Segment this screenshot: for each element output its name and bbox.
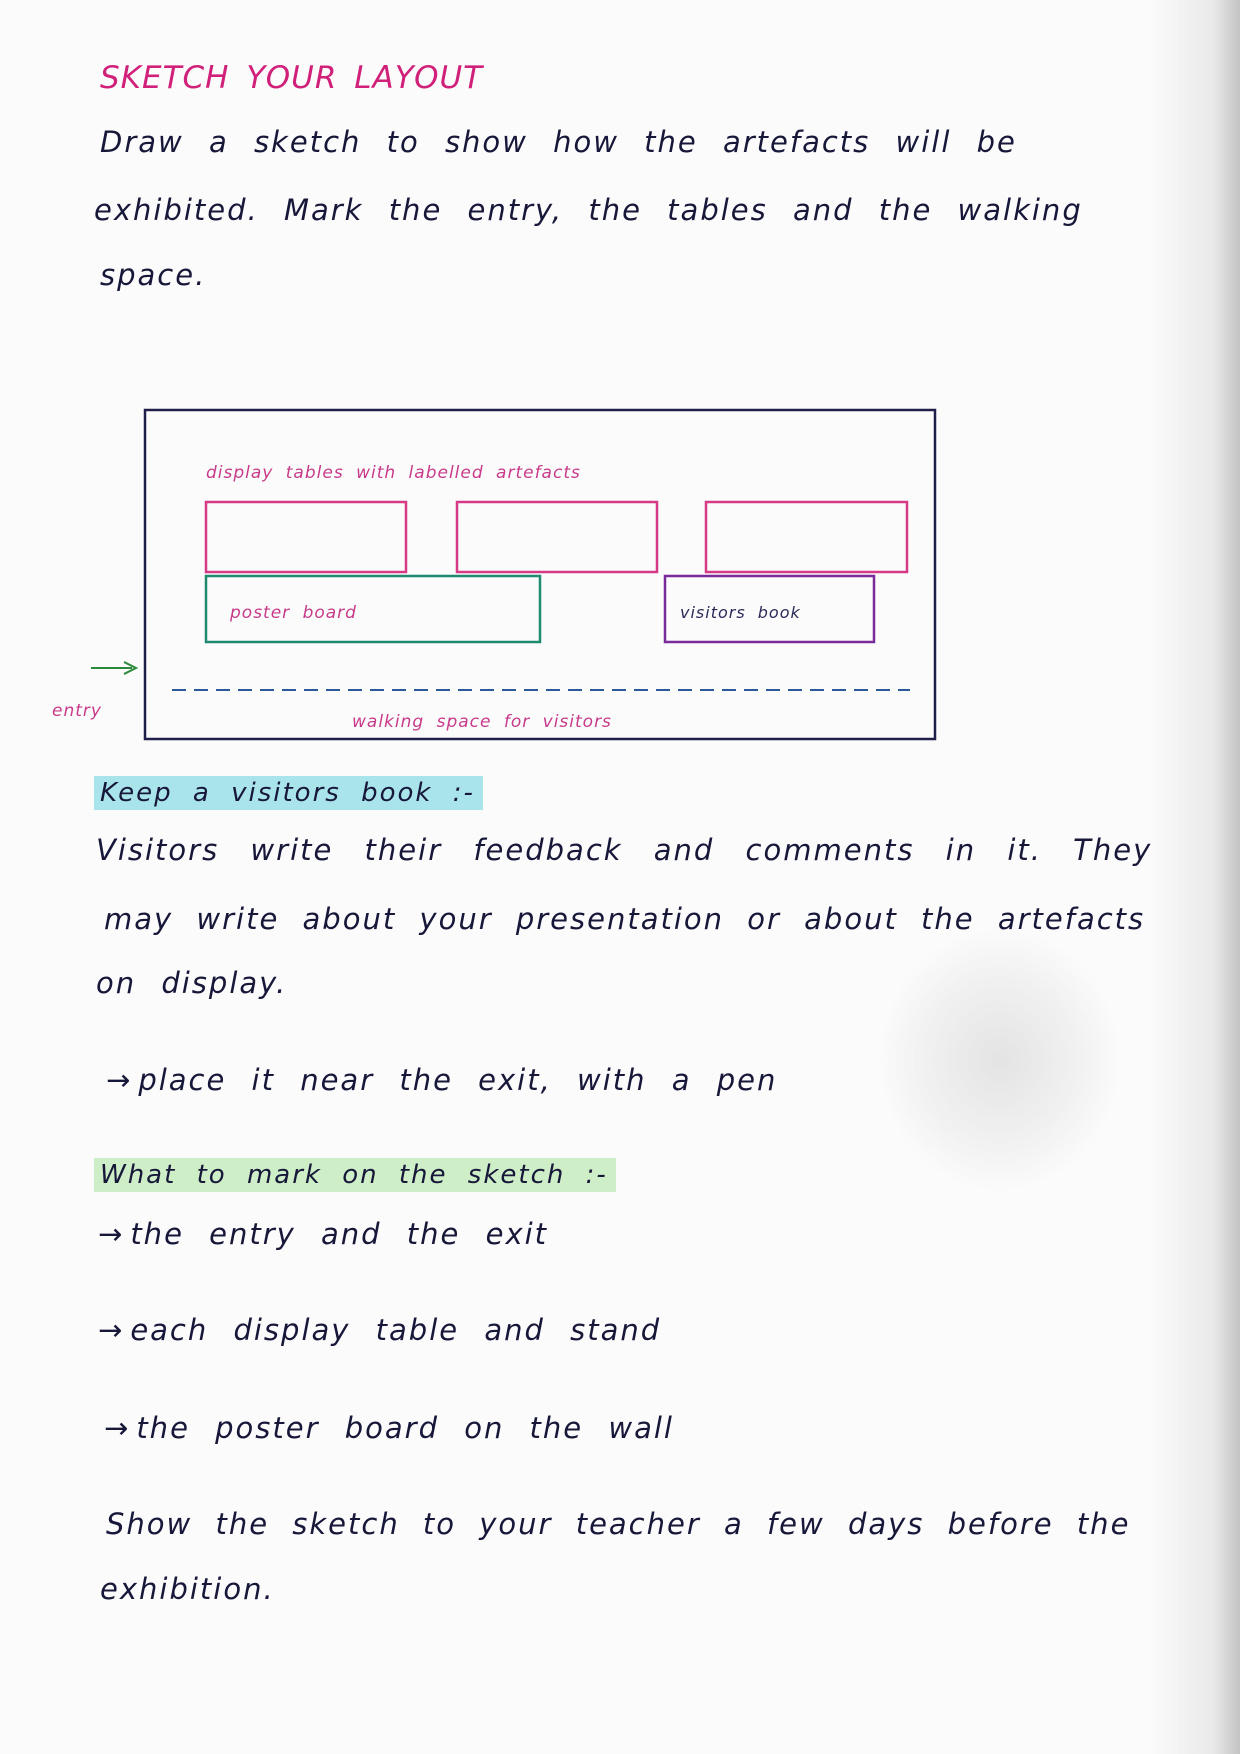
visitors-book-label: visitors book xyxy=(680,603,801,622)
walking-space-label: walking space for visitors xyxy=(352,712,612,732)
bullet-arrow-icon: → xyxy=(98,1313,125,1347)
mark-item-1-text: the entry and the exit xyxy=(130,1217,549,1251)
visitors-book-line-1: Visitors write their feedback and commen… xyxy=(96,833,1153,867)
mark-item-3: →the poster board on the wall xyxy=(104,1411,674,1445)
intro-line-3: space. xyxy=(100,258,207,292)
visitors-book-line-3: on display. xyxy=(96,966,288,1000)
visitors-book-bullet-text: place it near the exit, with a pen xyxy=(138,1063,778,1097)
page-title: SKETCH YOUR LAYOUT xyxy=(100,60,484,96)
entry-arrow-icon xyxy=(123,661,139,675)
poster-board-box xyxy=(204,574,542,644)
visitors-book-box xyxy=(663,574,876,644)
display-table-3 xyxy=(704,500,909,574)
bullet-arrow-icon: → xyxy=(106,1063,133,1097)
display-tables-label: display tables with labelled artefacts xyxy=(206,463,581,483)
visitors-book-bullet: →place it near the exit, with a pen xyxy=(106,1063,777,1097)
bullet-arrow-icon: → xyxy=(104,1411,131,1445)
poster-board-label: poster board xyxy=(229,603,357,623)
page-edge-shadow xyxy=(1150,0,1240,1754)
closing-line-2: exhibition. xyxy=(100,1572,275,1606)
mark-item-3-text: the poster board on the wall xyxy=(136,1411,674,1445)
mark-item-2: →each display table and stand xyxy=(98,1313,661,1347)
closing-line-1: Show the sketch to your teacher a few da… xyxy=(106,1507,1131,1541)
visitors-book-heading: Keep a visitors book :- xyxy=(94,776,483,810)
paper-smudge xyxy=(880,930,1120,1190)
bullet-arrow-icon: → xyxy=(98,1217,125,1251)
visitors-book-line-2: may write about your presentation or abo… xyxy=(104,902,1146,936)
intro-line-1: Draw a sketch to show how the artefacts … xyxy=(100,125,1017,159)
mark-item-2-text: each display table and stand xyxy=(130,1313,662,1347)
entry-label: entry xyxy=(52,701,102,721)
intro-line-2: exhibited. Mark the entry, the tables an… xyxy=(94,193,1083,227)
display-table-2 xyxy=(455,500,659,574)
layout-sketch-diagram: display tables with labelled artefacts p… xyxy=(52,408,937,741)
display-table-1 xyxy=(204,500,408,574)
room-frame xyxy=(143,408,937,741)
what-to-mark-heading: What to mark on the sketch :- xyxy=(94,1158,616,1192)
mark-item-1: →the entry and the exit xyxy=(98,1217,548,1251)
